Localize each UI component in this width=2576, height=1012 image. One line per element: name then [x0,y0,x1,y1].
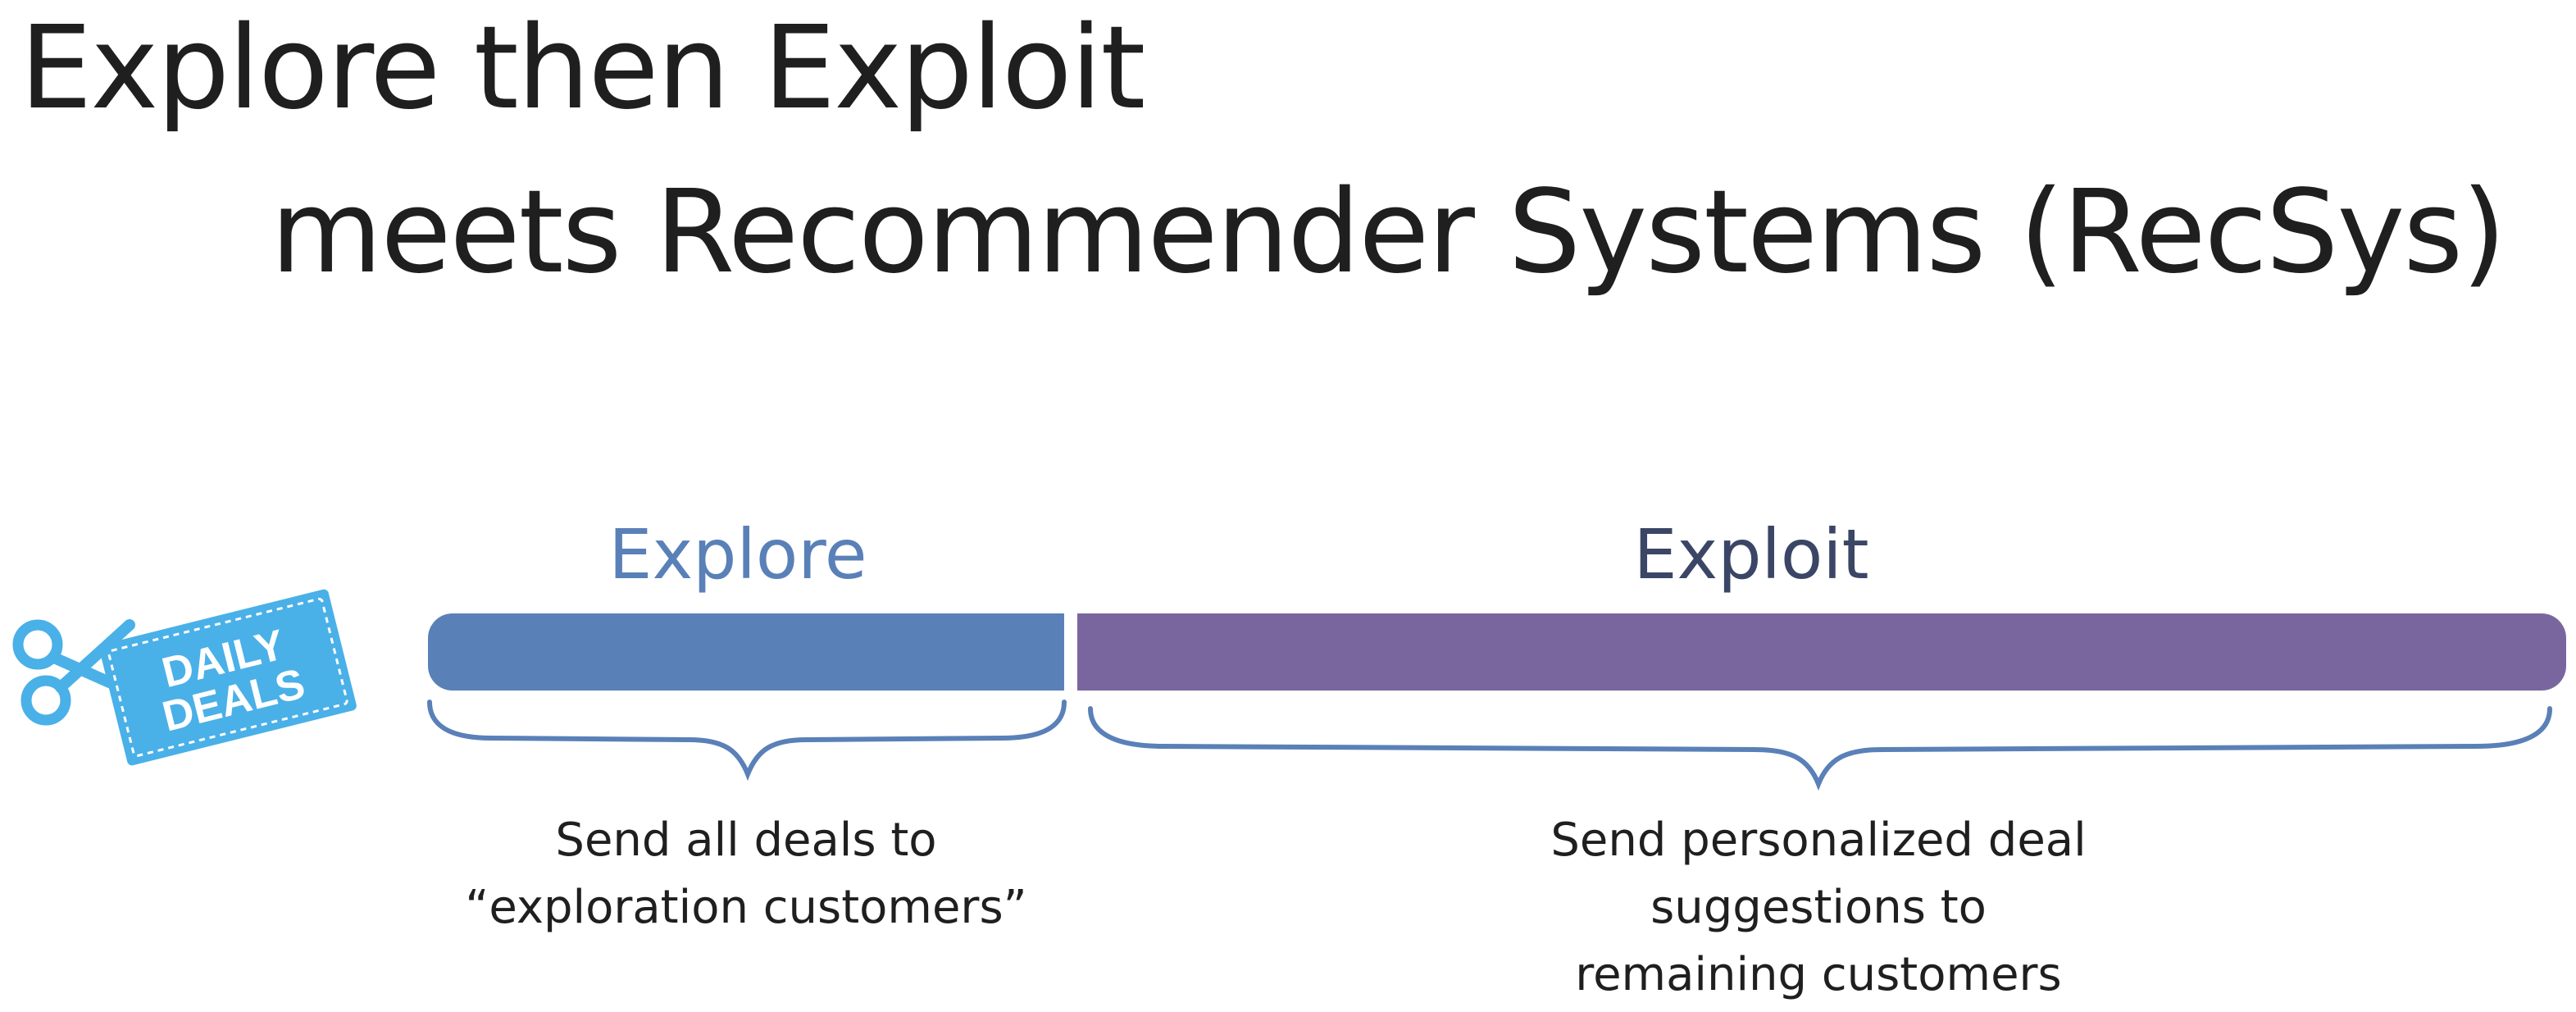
explore-brace [427,700,1067,782]
exploit-description-line: suggestions to [1650,881,1987,934]
deal-ticket: DAILY DEALS [99,589,357,766]
explore-bar [428,613,1064,691]
explore-label: Explore [608,514,867,595]
exploit-brace [1088,706,2552,791]
title-line-1: Explore then Exploit [20,2,1145,135]
exploit-label: Exploit [1633,514,1869,595]
exploit-bar [1077,613,2566,691]
exploit-description-line: Send personalized deal [1550,814,2087,867]
explore-description-line: Send all deals to [555,814,937,867]
explore-description: Send all deals to “exploration customers… [465,807,1026,941]
explore-description-line: “exploration customers” [465,881,1027,934]
daily-deals-coupon: DAILY DEALS [12,589,357,766]
exploit-description: Send personalized deal suggestions to re… [1550,807,2086,1009]
title-line-2: meets Recommender Systems (RecSys) [271,166,2506,299]
exploit-description-line: remaining customers [1575,948,2062,1001]
scissors-icon [12,619,135,726]
